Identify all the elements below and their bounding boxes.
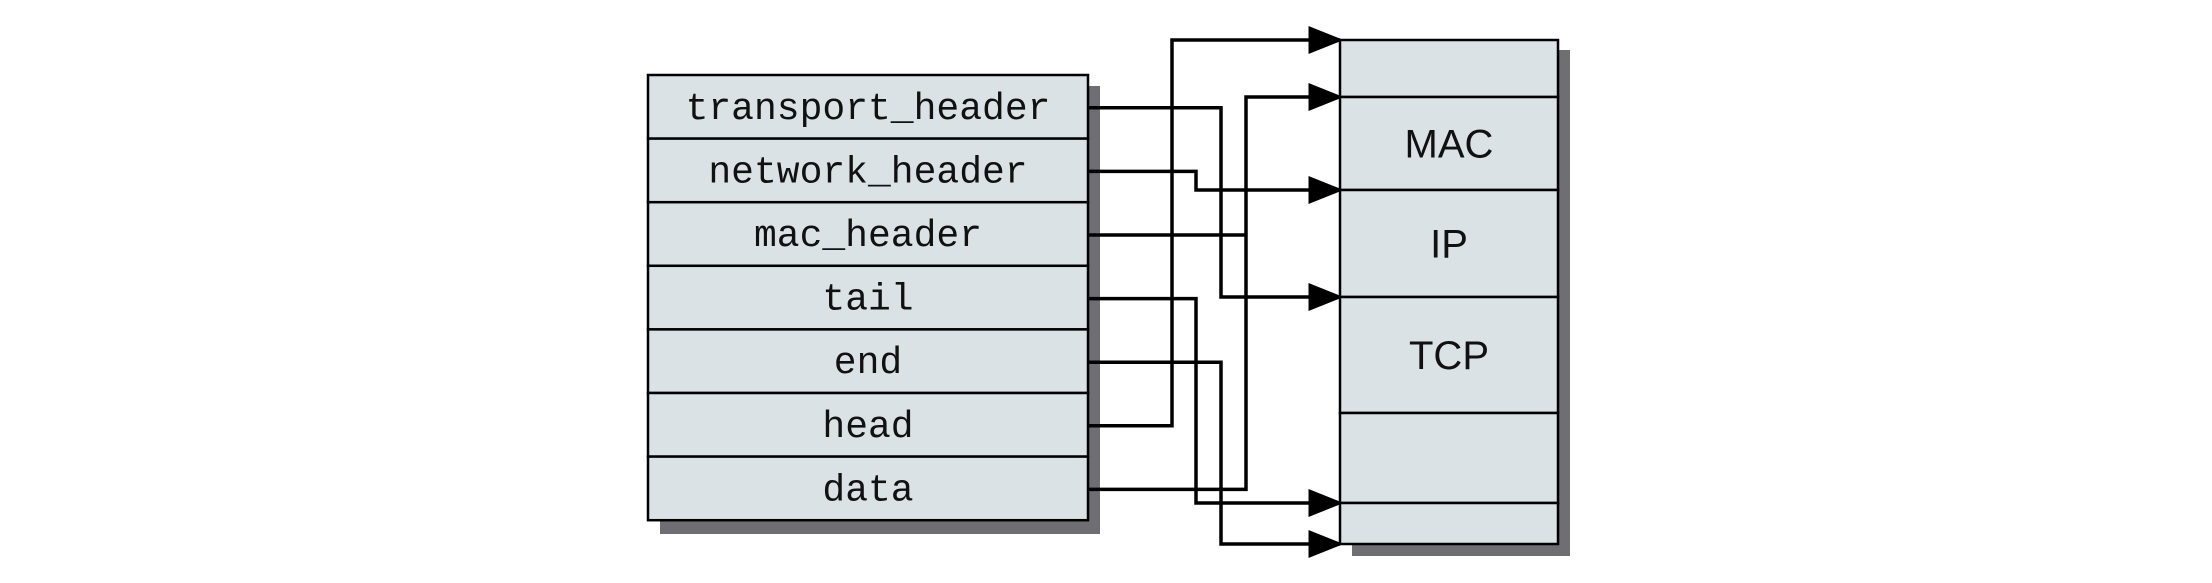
pointer-end-arrow — [1088, 360, 1344, 558]
pointer-transport-header-arrow — [1088, 106, 1344, 311]
packet-buffer: MAC IP TCP — [1338, 38, 1560, 546]
segment-tcp — [1338, 295, 1560, 415]
field-tail — [646, 264, 1090, 331]
segment-label-mac: MAC — [1405, 123, 1494, 167]
segment-payload — [1338, 411, 1560, 505]
pointer-arrows — [1088, 26, 1344, 558]
pointer-head-arrow — [1088, 26, 1344, 428]
pointer-tail-arrow — [1088, 296, 1344, 517]
field-label-end: end — [834, 342, 902, 385]
sk-buff-struct: transport_header network_header mac_header… — [646, 73, 1090, 522]
segment-label-tcp: TCP — [1409, 334, 1489, 378]
segment-tailroom — [1338, 501, 1560, 546]
segment-headroom — [1338, 38, 1560, 99]
segment-label-ip: IP — [1430, 223, 1468, 267]
field-end — [646, 328, 1090, 395]
field-label-head: head — [822, 406, 913, 449]
field-label-network-header: network_header — [708, 151, 1027, 194]
field-head — [646, 391, 1090, 458]
field-data — [646, 455, 1090, 522]
field-label-data: data — [822, 469, 913, 512]
field-label-tail: tail — [822, 279, 913, 322]
pointer-data-arrow — [1088, 83, 1344, 492]
field-label-mac-header: mac_header — [754, 215, 982, 258]
segment-mac — [1338, 95, 1560, 192]
field-label-transport-header: transport_header — [686, 88, 1051, 131]
pointer-network-header-arrow — [1088, 169, 1344, 204]
